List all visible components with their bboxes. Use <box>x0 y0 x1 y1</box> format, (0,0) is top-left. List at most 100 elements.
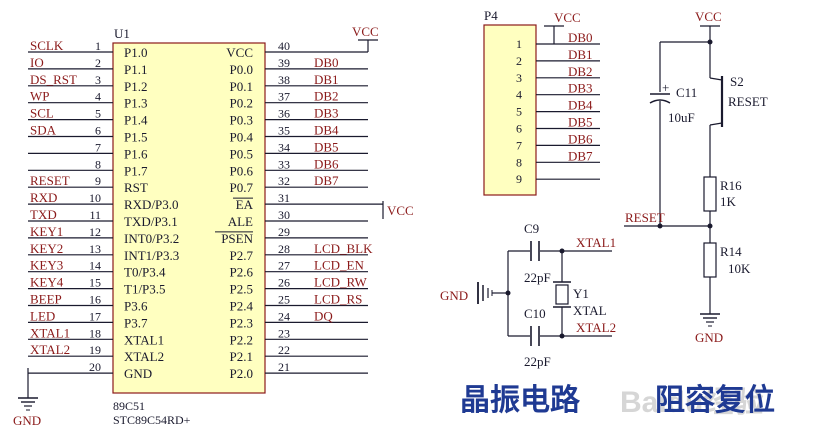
u1-net-label: SCL <box>30 106 54 121</box>
c9-ref: C9 <box>524 221 539 236</box>
u1-pin-number: 32 <box>278 174 290 188</box>
p4-pin-2: 2 DB1 <box>516 47 600 68</box>
r16-ref: R16 <box>720 178 742 193</box>
p4-net-label: DB1 <box>568 47 593 62</box>
u1-body <box>112 42 266 394</box>
u1-pin-number: 18 <box>89 326 101 340</box>
u1-net-label: SDA <box>30 123 57 138</box>
u1-net-label: DB3 <box>314 106 339 121</box>
u1-pin-number: 31 <box>278 191 290 205</box>
u1-net-label: DB7 <box>314 173 339 188</box>
u1-pin-number: 12 <box>89 225 101 239</box>
u1-net-label: SCLK <box>30 38 64 53</box>
reset-gnd-label: GND <box>695 330 723 345</box>
u1-pin-name: P2.6 <box>230 265 254 280</box>
xtal2-net-label: XTAL2 <box>576 320 616 335</box>
caption-rc-reset: 阻容复位 <box>655 383 775 418</box>
p4-pin-number: 7 <box>516 138 522 152</box>
u1-pin-name: P1.3 <box>124 96 147 111</box>
ea-vcc-label: VCC <box>387 203 414 218</box>
s2-value: RESET <box>728 94 768 109</box>
u1-pin-number: 38 <box>278 73 290 87</box>
u1-net-label: DB5 <box>314 139 339 154</box>
u1-pin-name: P1.1 <box>124 62 147 77</box>
u1-pin-number: 13 <box>89 242 101 256</box>
p4-net-label: DB6 <box>568 131 593 146</box>
u1-pin-number: 19 <box>89 343 101 357</box>
u1-ref: U1 <box>114 26 130 41</box>
caption-crystal-circuit: 晶振电路 <box>460 383 581 418</box>
u1-net-label: KEY4 <box>30 275 64 290</box>
u1-part2: STC89C54RD+ <box>113 413 191 427</box>
c10-value: 22pF <box>524 354 551 369</box>
u1-net-label: DB4 <box>314 123 339 138</box>
y1-value: XTAL <box>573 303 607 318</box>
u1-pin-name: P3.7 <box>124 315 148 330</box>
u1-pin-name: P1.6 <box>124 146 148 161</box>
c11-plus: + <box>662 80 669 95</box>
u1-pin-number: 14 <box>89 259 101 273</box>
p4-pin-number: 9 <box>516 172 522 186</box>
u1-net-label: RXD <box>30 190 57 205</box>
u1-pin-number: 33 <box>278 157 290 171</box>
u1-pin-number: 11 <box>89 208 101 222</box>
reset-vcc-label: VCC <box>695 9 722 24</box>
u1-pin-number: 21 <box>278 360 290 374</box>
u1-pin-number: 23 <box>278 326 290 340</box>
u1-pin-number: 2 <box>95 56 101 70</box>
u1-gnd-label: GND <box>13 413 41 428</box>
u1-pin-number: 6 <box>95 124 101 138</box>
u1-vcc-symbol: VCC <box>352 24 379 52</box>
u1-pin-8: 8 P1.7 <box>28 157 148 178</box>
u1-pin-number: 8 <box>95 157 101 171</box>
crystal-circuit: GND C9 22pF C10 22pF Y1 XTAL XTAL1 XTAL2 <box>440 221 616 369</box>
u1-pin-name: P0.3 <box>230 113 253 128</box>
p4-net-label: DB4 <box>568 98 593 113</box>
r14-ref: R14 <box>720 244 742 259</box>
u1-pin-number: 29 <box>278 225 290 239</box>
u1-pin-name: P3.6 <box>124 299 148 314</box>
u1-pin-name: P0.2 <box>230 96 253 111</box>
u1-net-label: WP <box>30 89 50 104</box>
u1-pin-name: P2.2 <box>230 332 253 347</box>
u1-pin-name: ALE <box>228 214 253 229</box>
r16-value: 1K <box>720 194 737 209</box>
u1-gnd-symbol: GND <box>13 368 41 428</box>
u1-pin-number: 22 <box>278 343 290 357</box>
p4-pin-number: 2 <box>516 54 522 68</box>
y1-ref: Y1 <box>573 286 589 301</box>
p4-net-label: DB2 <box>568 64 593 79</box>
u1-pin-name: INT1/P3.3 <box>124 248 179 263</box>
u1-pin-name: GND <box>124 366 152 381</box>
u1-net-label: KEY1 <box>30 224 63 239</box>
u1-pin-name: P2.7 <box>230 248 254 263</box>
u1-pin-name: P0.5 <box>230 146 253 161</box>
p4-ref: P4 <box>484 8 498 23</box>
u1-net-label: DS_RST <box>30 72 77 87</box>
u1-pin-name: P1.7 <box>124 163 148 178</box>
